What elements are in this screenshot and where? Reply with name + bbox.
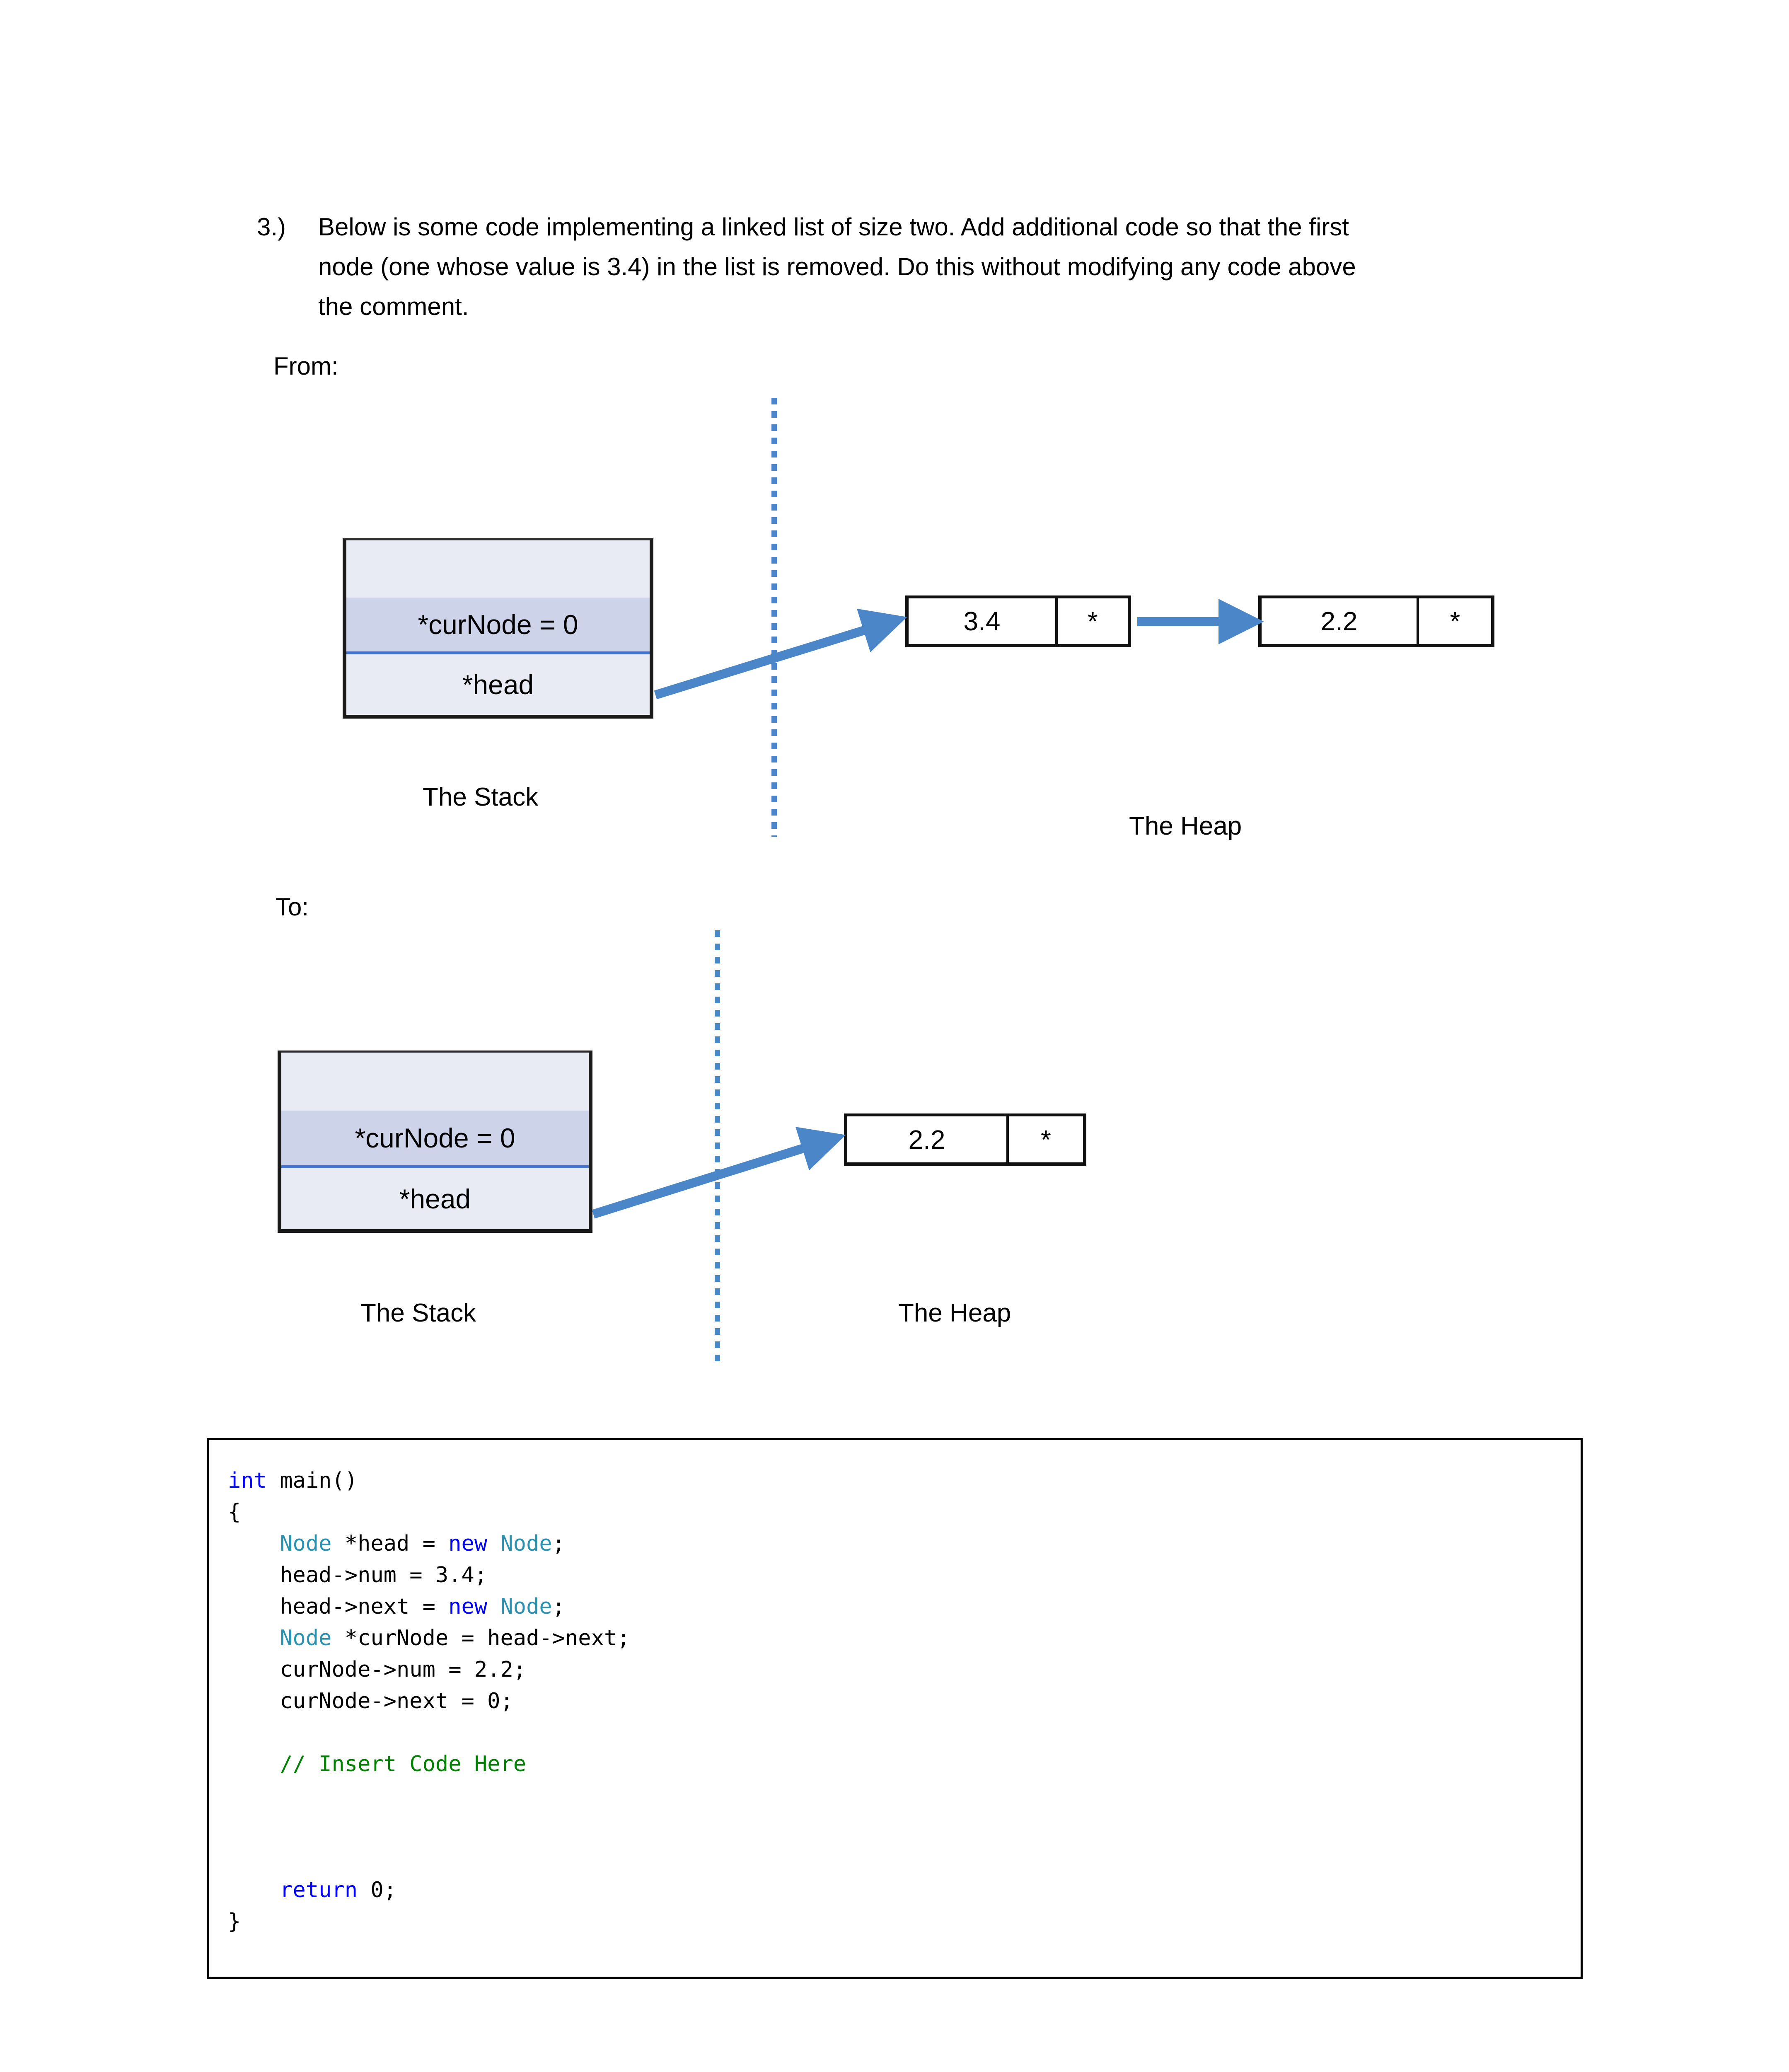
heap-node-1-value-to: 2.2 [847, 1116, 1009, 1162]
code-line-13 [228, 1843, 630, 1874]
to-label: To: [276, 893, 309, 921]
question-line-2: node (one whose value is 3.4) in the lis… [318, 253, 1356, 281]
question-first-line-row: 3.) Below is some code implementing a li… [257, 207, 1566, 247]
from-label: From: [273, 352, 338, 380]
code-line-12 [228, 1811, 630, 1843]
code-line-7: curNode->num = 2.2; [228, 1657, 527, 1682]
code-block: int main() { Node *head = new Node; head-… [207, 1438, 1583, 1979]
code-line-1: int main() [228, 1468, 358, 1493]
code-line-3: Node *head = new Node; [280, 1531, 566, 1556]
stack-cell-head-to: *head [281, 1168, 589, 1229]
stack-heap-divider-to [715, 930, 720, 1361]
code-line-11 [228, 1780, 630, 1811]
code-line-10: // Insert Code Here [280, 1752, 527, 1777]
heap-caption-from: The Heap [1129, 812, 1242, 840]
heap-node-2-pointer-from: * [1450, 606, 1460, 636]
stack-heap-divider-from [771, 398, 777, 837]
question-line-1: Below is some code implementing a linked… [318, 213, 1349, 241]
pointer-arrow-head-to-node1-to [592, 1127, 846, 1219]
question-line-3: the comment. [318, 293, 469, 320]
stack-cell-curnode-to: *curNode = 0 [281, 1110, 589, 1169]
stack-cell-empty-to [281, 1053, 589, 1111]
code-line-14: return 0; [280, 1878, 396, 1903]
question-block: 3.) Below is some code implementing a li… [257, 207, 1566, 327]
stack-cell-head-from: *head [346, 654, 650, 715]
code-line-6: Node *curNode = head->next; [280, 1626, 630, 1651]
heap-node-1-value-from: 3.4 [909, 598, 1058, 644]
heap-node-1-to: 2.2 * [844, 1113, 1086, 1166]
code-content: int main() { Node *head = new Node; head-… [228, 1465, 630, 1937]
code-line-5: head->next = new Node; [228, 1594, 565, 1619]
code-line-2: { [228, 1500, 241, 1525]
heap-node-2-value-from: 2.2 [1262, 598, 1419, 644]
heap-node-1-pointer-to: * [1041, 1124, 1051, 1155]
stack-box-to: *curNode = 0 *head [278, 1051, 592, 1233]
heap-caption-to: The Heap [898, 1299, 1011, 1327]
code-line-4: head->num = 3.4; [228, 1563, 488, 1588]
code-line-8: curNode->next = 0; [228, 1689, 513, 1714]
stack-caption-to: The Stack [360, 1299, 476, 1327]
code-line-15: } [228, 1909, 241, 1934]
heap-node-2-from: 2.2 * [1258, 595, 1494, 647]
stack-box-from: *curNode = 0 *head [343, 538, 653, 719]
code-line-9 [228, 1717, 630, 1748]
heap-node-1-from: 3.4 * [905, 595, 1131, 647]
stack-cell-empty-from [346, 540, 650, 598]
heap-node-1-pointer-from: * [1088, 606, 1098, 636]
stack-cell-curnode-from: *curNode = 0 [346, 597, 650, 655]
question-number: 3.) [257, 213, 286, 241]
stack-caption-from: The Stack [423, 783, 539, 811]
